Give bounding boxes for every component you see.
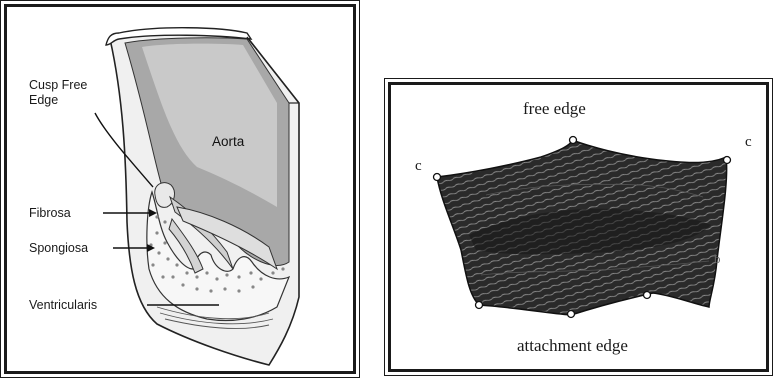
label-fibrosa: Fibrosa <box>29 206 71 221</box>
label-spongiosa: Spongiosa <box>29 241 88 256</box>
leaflet-photo-panel: free edge attachment edge c c b <box>388 82 769 372</box>
fibrosa-nodule <box>155 183 175 208</box>
leaflet-photo <box>391 85 766 369</box>
label-ventricularis: Ventricularis <box>29 298 97 313</box>
label-cusp-free-edge-line1: Cusp Free <box>29 78 87 93</box>
label-free-edge: free edge <box>523 99 586 118</box>
label-b: b <box>714 249 721 268</box>
label-aorta: Aorta <box>212 134 244 149</box>
cusp-cross-section-drawing <box>7 7 353 371</box>
label-c-right: c <box>745 133 752 152</box>
label-cusp-free-edge-line2: Edge <box>29 93 58 108</box>
label-attachment-edge: attachment edge <box>517 336 628 355</box>
label-c-left: c <box>415 157 422 176</box>
cusp-cross-section-panel: Cusp Free Edge Aorta Fibrosa Spongiosa V… <box>4 4 356 374</box>
